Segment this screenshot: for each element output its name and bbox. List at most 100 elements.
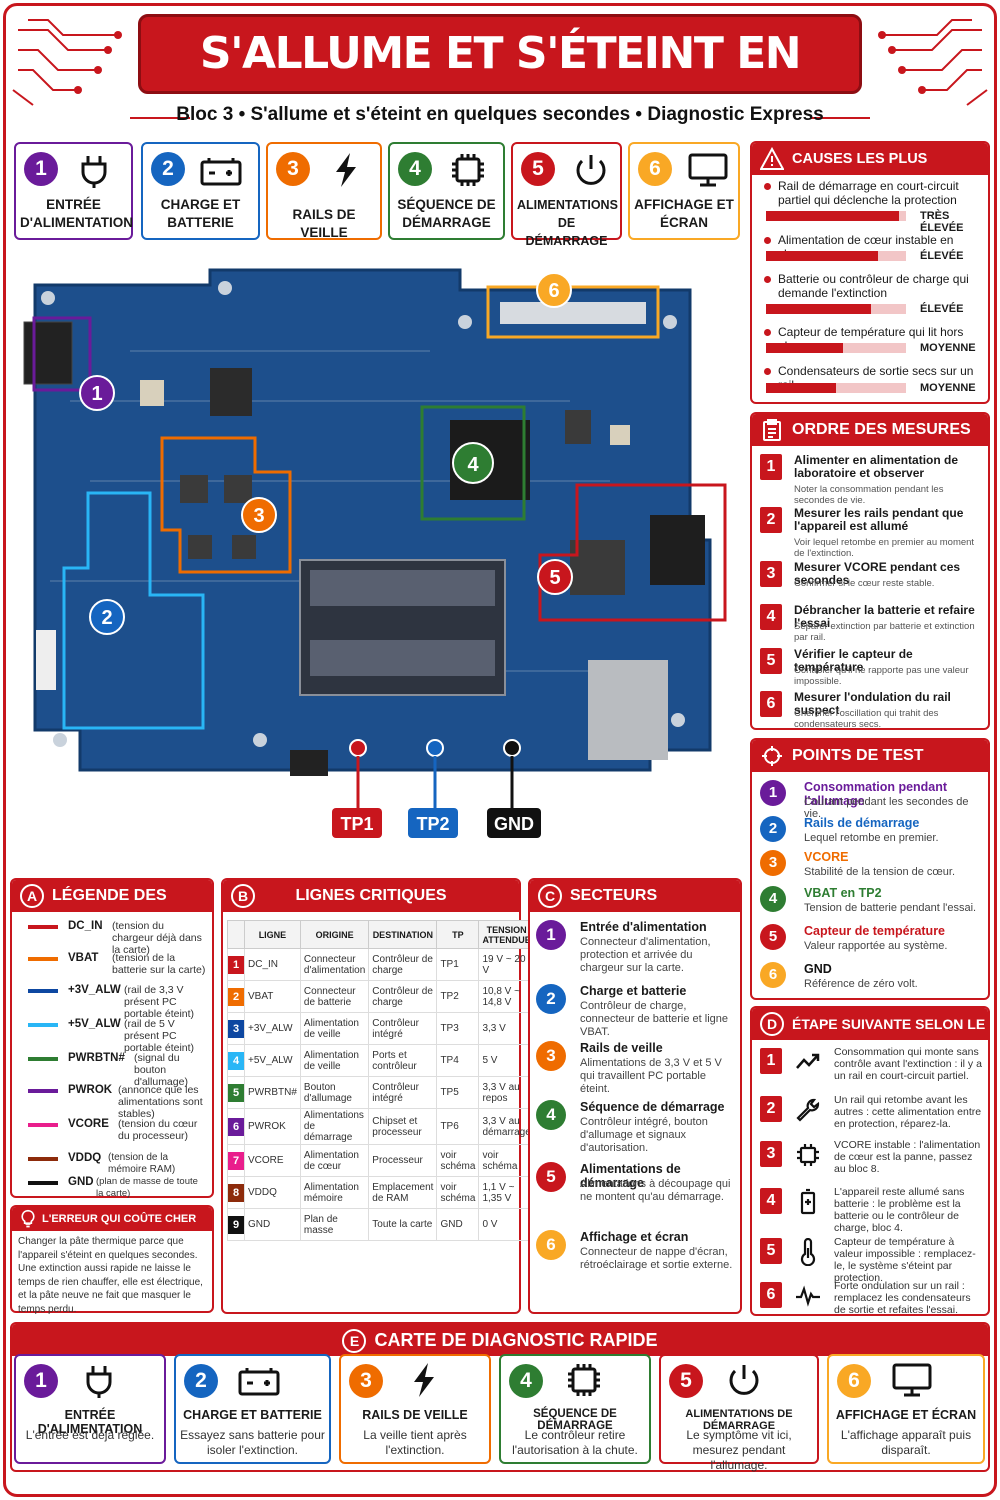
- step-badge: 6: [638, 152, 672, 186]
- subtitle-rule-left: [130, 117, 190, 119]
- page-subtitle: Bloc 3 • S'allume et s'éteint en quelque…: [176, 104, 824, 125]
- cell-dest: Contrôleur de charge: [368, 980, 438, 1013]
- step-label: ENTRÉE D'ALIMENTATION: [20, 197, 133, 230]
- test-point-sub: Référence de zéro volt.: [804, 978, 918, 990]
- gnd-label: GND: [494, 814, 534, 834]
- battery-icon: [200, 158, 242, 186]
- cell-line: +5V_ALW: [244, 1044, 301, 1077]
- order-item-sub: Chercher l'oscillation qui trahit des co…: [794, 708, 939, 730]
- row-number-badge: 7: [228, 1151, 244, 1170]
- step-badge: 4: [398, 152, 432, 186]
- cell-tp: voir schéma: [436, 1144, 480, 1177]
- circuit-decoration-left: [12, 19, 122, 106]
- chip-icon: [797, 1144, 819, 1166]
- display-connector: [500, 302, 646, 324]
- step-label: RAILS DE VEILLE: [292, 207, 356, 240]
- cell-line: PWROK: [244, 1108, 301, 1145]
- motherboard-diagram: 1 2 3 4 5 6 TP1 TP2 GND: [23, 268, 727, 838]
- component: [565, 410, 591, 444]
- lightbulb-icon: [21, 1209, 35, 1228]
- order-item-title: Vérifier le capteur de température: [794, 647, 913, 674]
- cell-tp: TP4: [436, 1044, 480, 1077]
- subtitle-rule-right: [810, 117, 870, 119]
- cause-bar: [766, 211, 906, 221]
- cell-dest: Ports et contrôleur: [368, 1044, 438, 1077]
- power-icon: [576, 155, 606, 185]
- test-points-title: POINTS DE TEST: [792, 747, 924, 764]
- cell-volt: 0 V: [478, 1208, 535, 1241]
- shield-can: [588, 660, 668, 760]
- battery-icon: [238, 1368, 280, 1396]
- step-label: SÉQUENCE DE DÉMARRAGE: [397, 197, 496, 230]
- step-badge: 3: [276, 152, 310, 186]
- zone-outline-2: [62, 491, 205, 730]
- inductors: [180, 475, 256, 559]
- test-point-title: Capteur de température: [804, 924, 946, 938]
- cell-dest: Emplacement de RAM: [368, 1176, 438, 1209]
- test-point-title: VBAT en TP2: [804, 886, 882, 900]
- cell-tp: GND: [436, 1208, 480, 1241]
- cell-origin: Plan de masse: [299, 1208, 370, 1241]
- cell-line: VDDQ: [244, 1176, 301, 1209]
- cell-tp: TP6: [436, 1108, 480, 1145]
- cell-origin: Alimentation mémoire: [299, 1176, 370, 1209]
- chip: [650, 515, 705, 585]
- critical-letter: B: [231, 884, 255, 908]
- cause-bar: [766, 251, 906, 261]
- cell-line: +3V_ALW: [244, 1012, 301, 1045]
- mistake-panel: L'ERREUR QUI COÛTE CHER DANS CE CAS Chan…: [10, 1205, 214, 1315]
- chip: [210, 368, 252, 416]
- cell-dest: Contrôleur intégré: [368, 1076, 438, 1109]
- test-point-title: Consommation pendant l'allumage: [804, 780, 948, 808]
- component: [140, 380, 164, 406]
- lightning-icon: [336, 153, 356, 187]
- test-point-sub: Stabilité de la tension de cœur.: [804, 866, 956, 878]
- cause-bar: [766, 304, 906, 314]
- zone-markers: 1 2 3 4 5 6: [79, 272, 573, 635]
- step-card-1: 1 ENTRÉE D'ALIMENTATION: [14, 142, 133, 240]
- step-label: ALIMENTATIONS DE DÉMARRAGE: [517, 198, 618, 248]
- mistake-header: L'ERREUR QUI COÛTE CHER DANS CE CAS: [12, 1207, 212, 1249]
- svg-text:5: 5: [549, 567, 560, 589]
- order-item-title: Mesurer VCORE pendant ces secondes: [794, 560, 961, 587]
- quick-title: CARTE DE DIAGNOSTIC RAPIDE: [374, 1330, 658, 1350]
- test-point-sub: Tension de batterie pendant l'essai.: [804, 902, 977, 914]
- zone-outline-5: [538, 483, 727, 622]
- order-item-sub: Voir lequel retombe en premier au moment…: [794, 537, 975, 559]
- row-number-badge: 8: [228, 1183, 244, 1202]
- cell-line: PWRBTN#: [244, 1076, 301, 1109]
- test-point-sub: Courant pendant les secondes de vie.: [804, 796, 969, 820]
- tp1-label: TP1: [340, 814, 373, 834]
- row-number-badge: 4: [228, 1051, 244, 1070]
- row-number-badge: 3: [228, 1019, 244, 1038]
- cell-tp: TP2: [436, 980, 480, 1013]
- mistake-text: Changer la pâte thermique parce que l'ap…: [18, 1236, 203, 1315]
- test-point-callouts: TP1 TP2 GND: [332, 739, 541, 838]
- zone-outline-3: [160, 436, 292, 574]
- thermometer-icon: [800, 1238, 816, 1266]
- cause-item: Batterie ou contrôleur de charge qui dem…: [764, 272, 980, 300]
- cause-level: MOYENNE: [920, 382, 976, 394]
- step-badge: 2: [151, 152, 185, 186]
- cell-volt: 19 V ~ 20 V: [478, 948, 535, 981]
- page-title: S'ALLUME ET S'ÉTEINT EN MOINS DE CINQ SE…: [138, 14, 862, 153]
- cause-level: TRÈS ÉLEVÉE: [920, 210, 964, 234]
- cell-line: DC_IN: [244, 948, 301, 981]
- cause-level: ÉLEVÉE: [920, 303, 964, 315]
- svg-text:3: 3: [253, 505, 264, 527]
- order-item-sub: Noter la consommation pendant les second…: [794, 484, 944, 506]
- step-card-2: 2 CHARGE ET BATTERIE: [141, 142, 260, 240]
- cause-text: Batterie ou contrôleur de charge qui dem…: [778, 272, 969, 300]
- zone-outline-1: [32, 316, 92, 392]
